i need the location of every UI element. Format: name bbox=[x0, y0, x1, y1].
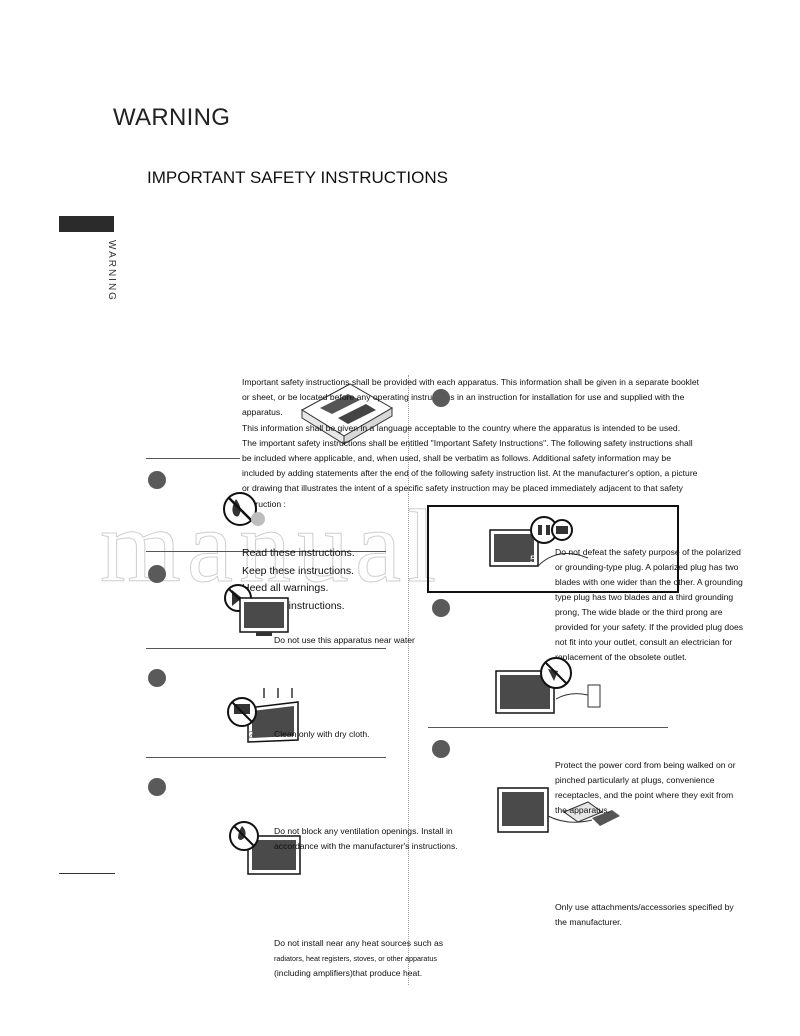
intro-paragraph-2: This information shall be given in a lan… bbox=[242, 422, 681, 433]
note-heat-line: radiators, heat registers, stoves, or ot… bbox=[274, 954, 437, 963]
tv-power-cord-illustration bbox=[497, 787, 620, 833]
note-attachments: Only use attachments/accessories specifi… bbox=[555, 902, 734, 927]
side-tab-marker bbox=[59, 216, 114, 232]
separator bbox=[146, 551, 386, 552]
list-item: Heed all warnings. bbox=[242, 582, 329, 595]
side-rule bbox=[59, 873, 115, 874]
separator bbox=[146, 648, 386, 649]
tv-cleaning-illustration bbox=[227, 688, 299, 743]
no-water-prohibition-icon bbox=[223, 492, 265, 526]
tv-ventilation-illustration bbox=[229, 821, 301, 875]
section-subtitle: IMPORTANT SAFETY INSTRUCTIONS bbox=[147, 168, 448, 187]
tv-near-water-illustration bbox=[224, 584, 289, 636]
note-plug: Do not defeat the safety purpose of the … bbox=[555, 547, 744, 662]
marker-number: 2 bbox=[248, 730, 254, 741]
note-ventilation: Do not block any ventilation openings. I… bbox=[274, 824, 458, 854]
note-heat: Do not install near any heat sources suc… bbox=[274, 936, 443, 981]
section-bullet bbox=[148, 471, 166, 489]
separator bbox=[428, 727, 668, 728]
column-divider bbox=[408, 375, 409, 985]
side-section-label: WARNING bbox=[106, 240, 117, 302]
intro-text: Important safety instructions shall be p… bbox=[242, 375, 704, 512]
separator bbox=[146, 458, 240, 459]
section-bullet bbox=[148, 669, 166, 687]
tv-outlet-illustration bbox=[495, 657, 601, 714]
list-item: Read these instructions. bbox=[242, 547, 355, 559]
intro-paragraph-3: The important safety instructions shall … bbox=[242, 437, 698, 509]
note-heat-line: Do not install near any heat sources suc… bbox=[274, 938, 444, 948]
note-ventilation-line: accordance with the manufacturer's instr… bbox=[274, 841, 458, 851]
page-title: WARNING bbox=[113, 104, 231, 131]
note-heat-line: (including amplifiers)that produce heat. bbox=[274, 968, 423, 978]
watermark-text: manual bbox=[99, 489, 443, 605]
note-ventilation-line: Do not block any ventilation openings. I… bbox=[274, 826, 453, 836]
manual-book-illustration bbox=[301, 383, 393, 445]
tv-plug-illustration bbox=[489, 516, 589, 567]
note-water: Do not use this apparatus near water bbox=[274, 635, 415, 645]
note-power-cord: Protect the power cord from being walked… bbox=[555, 760, 736, 815]
section-bullet bbox=[148, 778, 166, 796]
marker-number: 5 bbox=[530, 554, 537, 566]
intro-paragraph-1: Important safety instructions shall be p… bbox=[242, 377, 700, 418]
section-bullet bbox=[432, 599, 450, 617]
list-item: Keep these instructions. bbox=[242, 564, 355, 577]
highlight-box bbox=[427, 505, 679, 593]
section-bullet bbox=[432, 389, 450, 407]
section-bullet bbox=[432, 740, 450, 758]
note-clean: Clean only with dry cloth. bbox=[274, 729, 370, 739]
separator bbox=[146, 757, 386, 758]
section-bullet bbox=[148, 565, 166, 583]
